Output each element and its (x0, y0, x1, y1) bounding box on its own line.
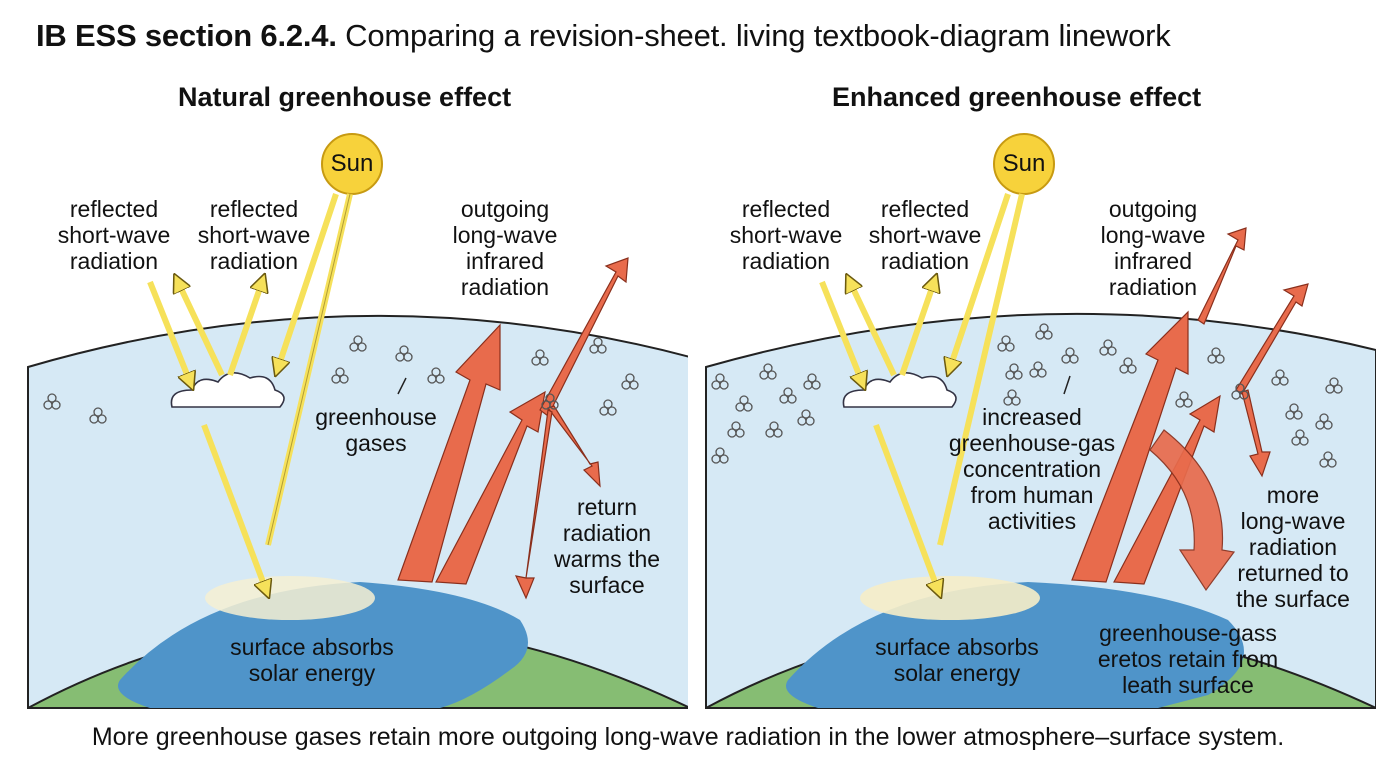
greenhouse-gas-molecules (43, 335, 639, 424)
natural-return-line-3: warms the (553, 546, 661, 572)
greenhouse-gas-molecules-enhanced (711, 323, 1343, 468)
natural-reflected-2-line-3: radiation (209, 248, 299, 274)
natural-return-line-2: radiation (562, 520, 652, 546)
enhanced-surface-line-2: solar energy (893, 660, 1021, 686)
natural-gases-line-1: greenhouse (315, 404, 437, 430)
natural-gases-line-2: gases (345, 430, 407, 456)
enhanced-reflected-label-2: reflected short-wave radiation (855, 196, 995, 274)
enhanced-outgoing-label: outgoing long-wave infrared radiation (1078, 196, 1228, 300)
enhanced-increased-line-3: concentration (962, 456, 1102, 482)
natural-reflected-1-line-2: short-wave (57, 222, 171, 248)
enhanced-outgoing-line-3: infrared (1114, 248, 1192, 274)
enhanced-retain-line-1: greenhouse-gass (1099, 620, 1277, 646)
natural-return-line-4: surface (569, 572, 645, 598)
natural-panel-title: Natural greenhouse effect (178, 82, 512, 112)
enhanced-more-returned-line-3: radiation (1248, 534, 1338, 560)
natural-diagram (27, 133, 688, 709)
surface-warming-glow-enhanced (860, 576, 1040, 620)
natural-reflected-1-line-3: radiation (69, 248, 159, 274)
natural-outgoing-line-2: long-wave (452, 222, 558, 248)
natural-surface-label: surface absorbs solar energy (212, 634, 412, 686)
enhanced-outgoing-line-1: outgoing (1108, 196, 1198, 222)
enhanced-reflected-1-line-1: reflected (741, 196, 831, 222)
natural-reflected-label-1: reflected short-wave radiation (44, 196, 184, 274)
enhanced-more-returned-label: more long-wave radiation returned to the… (1218, 482, 1368, 612)
natural-outgoing-line-1: outgoing (460, 196, 550, 222)
natural-gases-label: greenhouse gases (306, 404, 446, 456)
enhanced-outgoing-line-2: long-wave (1100, 222, 1206, 248)
page-title: IB ESS section 6.2.4. Comparing a revisi… (36, 16, 1171, 56)
gases-leader-line (397, 377, 407, 395)
sun-icon (321, 133, 383, 195)
enhanced-reflected-1-line-2: short-wave (729, 222, 843, 248)
longwave-arrows-enhanced (1071, 227, 1309, 592)
enhanced-more-returned-line-2: long-wave (1240, 508, 1346, 534)
enhanced-reflected-2-line-2: short-wave (868, 222, 982, 248)
increased-leader-line (1063, 375, 1071, 395)
page-title-bold: IB ESS section 6.2.4. (36, 18, 337, 53)
page-title-rest: Comparing a revision-sheet. living textb… (336, 18, 1171, 53)
surface-warming-glow (205, 576, 375, 620)
enhanced-sun-label: Sun (1002, 150, 1046, 177)
enhanced-diagram (705, 133, 1376, 709)
natural-reflected-2-line-1: reflected (209, 196, 299, 222)
enhanced-more-returned-line-4: returned to (1237, 560, 1349, 586)
enhanced-outgoing-line-4: radiation (1108, 274, 1198, 300)
enhanced-increased-line-1: increased (982, 404, 1082, 430)
enhanced-reflected-2-line-1: reflected (880, 196, 970, 222)
natural-outgoing-label: outgoing long-wave infrared radiation (430, 196, 580, 300)
enhanced-reflected-label-1: reflected short-wave radiation (716, 196, 856, 274)
natural-outgoing-line-3: infrared (466, 248, 544, 274)
enhanced-more-returned-line-1: more (1266, 482, 1320, 508)
natural-sun-label: Sun (330, 150, 374, 177)
natural-surface-line-1: surface absorbs (230, 634, 394, 660)
earth-ocean (118, 582, 528, 708)
shortwave-arrows-enhanced (819, 193, 1025, 590)
enhanced-surface-label: surface absorbs solar energy (857, 634, 1057, 686)
enhanced-panel-title: Enhanced greenhouse effect (832, 82, 1202, 112)
enhanced-reflected-2-line-3: radiation (880, 248, 970, 274)
enhanced-retain-line-2: eretos retain from (1097, 646, 1279, 672)
longwave-arrows (397, 257, 629, 600)
natural-outgoing-line-4: radiation (460, 274, 550, 300)
enhanced-increased-line-2: greenhouse-gas (948, 430, 1116, 456)
enhanced-increased-label: increased greenhouse-gas concentration f… (942, 404, 1122, 534)
enhanced-retain-line-3: leath surface (1122, 672, 1254, 698)
natural-reflected-1-line-1: reflected (69, 196, 159, 222)
natural-surface-line-2: solar energy (248, 660, 376, 686)
enhanced-increased-line-4: from human (970, 482, 1094, 508)
natural-return-label: return radiation warms the surface (542, 494, 672, 598)
enhanced-reflected-1-line-3: radiation (741, 248, 831, 274)
enhanced-surface-line-1: surface absorbs (875, 634, 1039, 660)
caption: More greenhouse gases retain more outgoi… (91, 723, 1285, 751)
natural-reflected-2-line-2: short-wave (197, 222, 311, 248)
sun-icon-enhanced (993, 133, 1055, 195)
enhanced-retain-label: greenhouse-gass eretos retain from leath… (1086, 620, 1290, 698)
enhanced-increased-line-5: activities (987, 508, 1077, 534)
natural-return-line-1: return (576, 494, 638, 520)
natural-reflected-label-2: reflected short-wave radiation (184, 196, 324, 274)
enhanced-more-returned-line-5: the surface (1236, 586, 1350, 612)
